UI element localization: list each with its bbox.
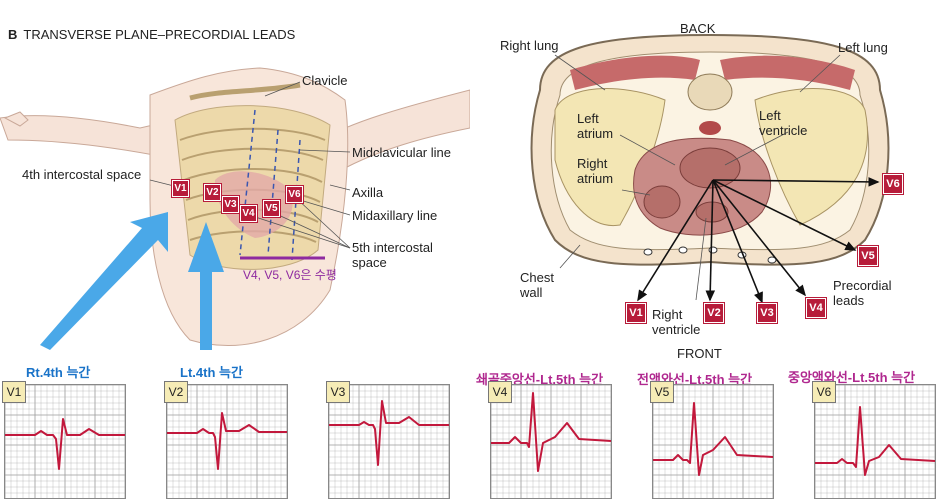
label-clavicle: Clavicle xyxy=(302,73,348,88)
ecg-strip-v2 xyxy=(166,384,288,499)
ecg-trace-v4 xyxy=(491,392,612,472)
reference-lines xyxy=(239,109,301,261)
left-ventricle-shape xyxy=(679,147,741,189)
ecg-trace-v1 xyxy=(5,418,125,470)
label-left-atrium: Left atrium xyxy=(577,111,614,141)
section-lead-v5: V5 xyxy=(858,246,878,266)
label-axilla: Axilla xyxy=(352,185,384,200)
arrow-v1 xyxy=(40,212,168,350)
label-4th-intercostal: 4th intercostal space xyxy=(22,167,142,182)
body-lead-v4: V4 xyxy=(240,205,257,222)
section-leader-lines xyxy=(554,54,841,301)
label-5th-intercostal: 5th intercostal space xyxy=(352,240,433,270)
label-left-ventricle: Left ventricle xyxy=(759,108,808,138)
label-right-atrium: Right atrium xyxy=(577,156,614,186)
ecg-label-v2: V2 xyxy=(164,381,188,403)
aorta xyxy=(699,121,721,135)
ecg-strip-v4 xyxy=(490,384,612,499)
panel-letter: B xyxy=(8,27,18,42)
label-back: BACK xyxy=(680,21,716,36)
ecg-label-v3: V3 xyxy=(326,381,350,403)
transverse-section xyxy=(530,33,890,304)
section-lead-v2: V2 xyxy=(704,303,724,323)
section-lead-v1: V1 xyxy=(626,303,646,323)
section-lead-v6: V6 xyxy=(883,174,903,194)
body-lead-v3: V3 xyxy=(222,196,239,213)
right-atrium-shape xyxy=(643,185,681,219)
placement-v1: Rt.4th 늑간 xyxy=(26,365,91,380)
label-left-lung: Left lung xyxy=(838,40,888,55)
ecg-trace-v5 xyxy=(653,402,774,476)
panel-title-text: TRANSVERSE PLANE–PRECORDIAL LEADS xyxy=(23,27,296,42)
ecg-label-v5: V5 xyxy=(650,381,674,403)
ecg-grid xyxy=(166,384,288,498)
body-lead-v5: V5 xyxy=(263,200,280,217)
back-muscle-right xyxy=(570,55,700,90)
placement-v2: Lt.4th 늑간 xyxy=(180,365,243,380)
label-midaxillary: Midaxillary line xyxy=(352,208,438,223)
ecg-label-v4: V4 xyxy=(488,381,512,403)
lead-vectors xyxy=(637,177,880,304)
torso-illustration xyxy=(0,67,470,350)
placement-arrows xyxy=(40,212,224,350)
label-front: FRONT xyxy=(677,346,722,361)
ecg-label-v1: V1 xyxy=(2,381,26,403)
label-chest-wall: Chest wall xyxy=(520,270,554,300)
label-midclavicular: Midclavicular line xyxy=(352,145,451,160)
ecg-trace-v3 xyxy=(329,400,449,466)
section-lead-v4: V4 xyxy=(806,298,826,318)
left-arm xyxy=(329,89,470,169)
section-lead-v3: V3 xyxy=(757,303,777,323)
ecg-strip-v1 xyxy=(4,384,126,499)
horizontal-note: V4, V5, V6은 수평 xyxy=(243,268,337,282)
back-muscle-left xyxy=(720,55,855,90)
ecg-trace-v6 xyxy=(815,406,936,476)
body-lead-v2: V2 xyxy=(204,184,221,201)
arrow-v2 xyxy=(188,222,224,350)
ecg-strip-v3 xyxy=(328,384,450,499)
panel-title: B TRANSVERSE PLANE–PRECORDIAL LEADS xyxy=(8,27,295,42)
left-lung xyxy=(754,88,868,226)
body-lead-v6: V6 xyxy=(286,186,303,203)
body-lead-v1: V1 xyxy=(172,180,189,197)
spine xyxy=(687,73,733,111)
ecg-grid xyxy=(490,384,612,498)
ecg-label-v6: V6 xyxy=(812,381,836,403)
right-hand xyxy=(3,111,29,127)
label-right-ventricle: Right ventricle xyxy=(652,307,701,337)
ecg-trace-v2 xyxy=(167,412,287,470)
label-right-lung: Right lung xyxy=(500,38,559,53)
label-precordial-leads: Precordial leads xyxy=(833,278,892,308)
